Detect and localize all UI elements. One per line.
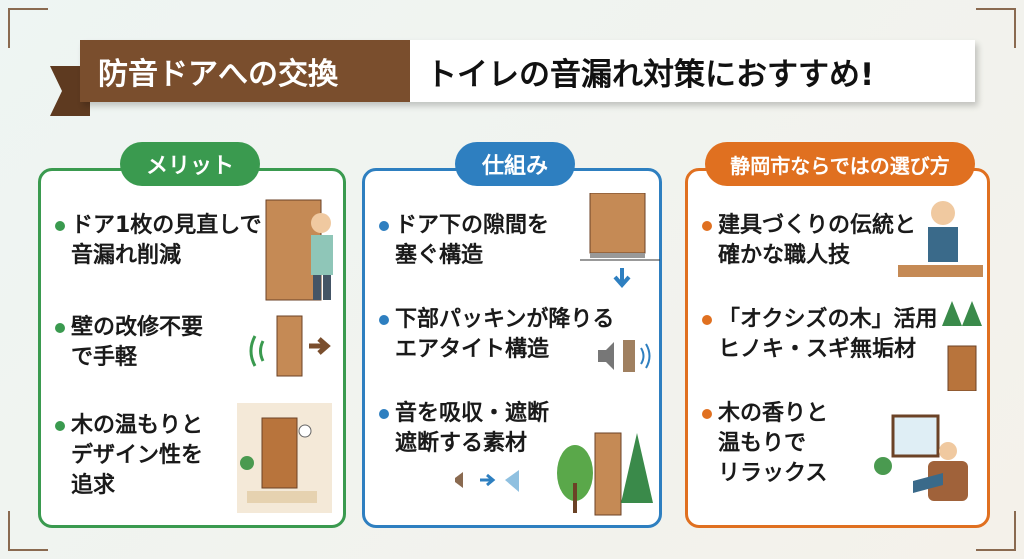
shizuoka-item-1: 建具づくりの伝統と確かな職人技 xyxy=(702,211,916,271)
door-sound-block-illustration xyxy=(249,315,331,377)
shizuoka-badge: 静岡市ならではの選び方 xyxy=(705,142,975,186)
relaxing-person-illustration xyxy=(874,414,968,501)
trees-door-illustration xyxy=(942,301,982,391)
merit-card: ドア1枚の見直しで音漏れ削減 壁の改修不要で手軽 木の温もりとデザイン性を追求 xyxy=(38,168,346,528)
sound-blocked-icon xyxy=(598,340,651,372)
trees-wood-illustration xyxy=(455,432,653,516)
mechanism-item-3: 音を吸収・遮断遮断する素材 xyxy=(379,399,549,459)
merit-item-2: 壁の改修不要で手軽 xyxy=(55,313,203,373)
mechanism-item-1: ドア下の隙間を塞ぐ構造 xyxy=(379,211,549,271)
wooden-room-illustration xyxy=(237,403,332,513)
merit-item-3: 木の温もりとデザイン性を追求 xyxy=(55,411,203,501)
mechanism-card: ドア下の隙間を塞ぐ構造 下部パッキンが降りるエアタイト構造 音を吸収・遮断遮断す… xyxy=(362,168,662,528)
mechanism-badge: 仕組み xyxy=(455,142,575,186)
mechanism-item-2: 下部パッキンが降りるエアタイト構造 xyxy=(379,305,614,365)
corner-frame xyxy=(976,511,1016,551)
corner-frame xyxy=(8,511,48,551)
craftsman-illustration xyxy=(898,201,983,277)
merit-badge: メリット xyxy=(120,142,260,186)
shizuoka-item-2: 「オクシズの木」活用ヒノキ・スギ無垢材 xyxy=(702,305,938,365)
shizuoka-item-3: 木の香りと温もりでリラックス xyxy=(702,399,828,489)
title-right: トイレの音漏れ対策におすすめ! xyxy=(410,40,975,102)
title-banner: 防音ドアへの交換 トイレの音漏れ対策におすすめ! xyxy=(80,40,975,102)
corner-frame xyxy=(976,8,1016,48)
merit-item-1: ドア1枚の見直しで音漏れ削減 xyxy=(55,211,262,271)
door-seal-illustration xyxy=(580,193,660,289)
open-door-person-illustration xyxy=(265,199,333,301)
title-left: 防音ドアへの交換 xyxy=(80,40,410,102)
corner-frame xyxy=(8,8,48,48)
shizuoka-card: 建具づくりの伝統と確かな職人技 「オクシズの木」活用ヒノキ・スギ無垢材 木の香り… xyxy=(685,168,990,528)
